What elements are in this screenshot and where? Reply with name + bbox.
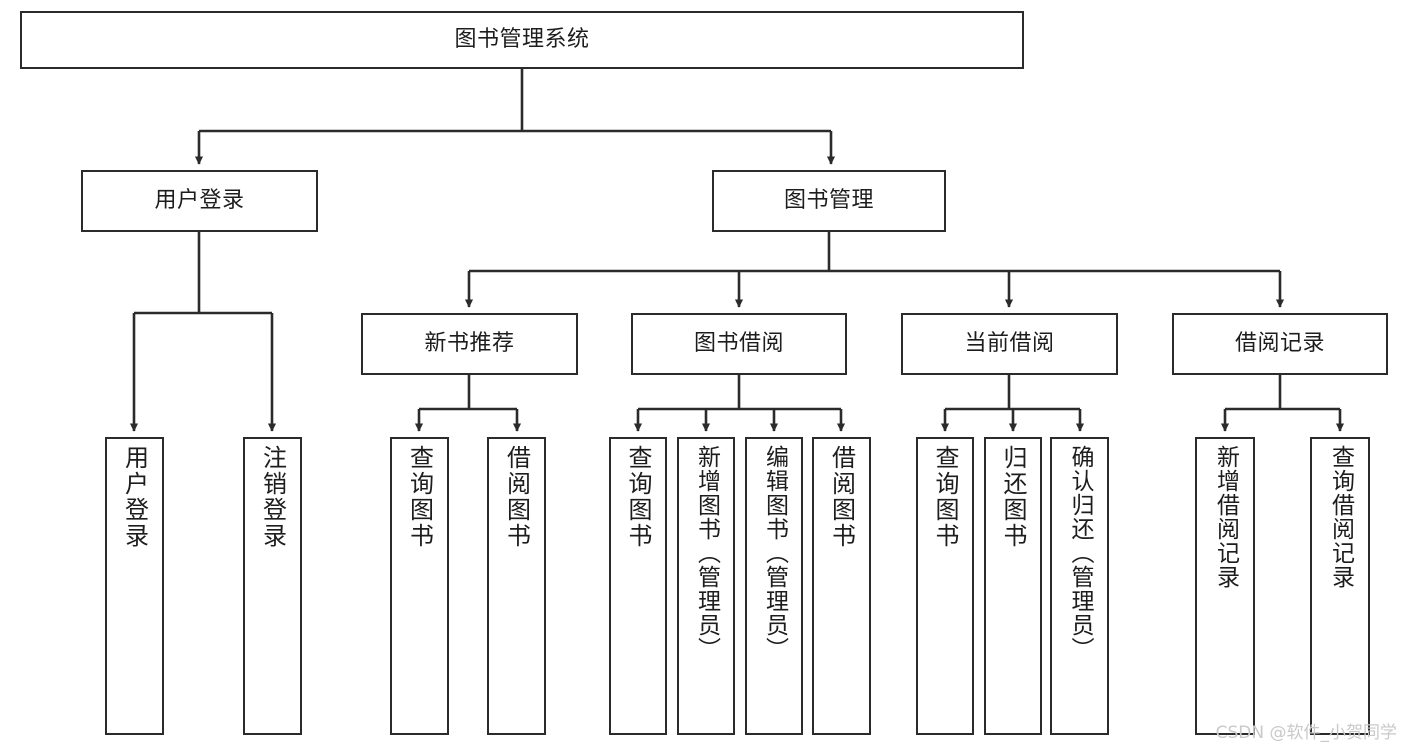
node-leaf-confirm-return-admin[interactable]: 确认归还（管理员）	[1050, 437, 1109, 735]
node-leaf-add-book-admin[interactable]: 新增图书（管理员）	[677, 437, 735, 735]
node-leaf-confirm-return-admin-label: 确认归还（管理员）	[1067, 445, 1093, 661]
node-borrow-record[interactable]: 借阅记录	[1172, 313, 1388, 375]
node-leaf-query-book-recommend-label: 查询图书	[405, 445, 434, 549]
node-leaf-logout-label: 注销登录	[258, 445, 287, 549]
node-leaf-return-book-label: 归还图书	[999, 445, 1027, 549]
node-leaf-borrow-book[interactable]: 借阅图书	[812, 437, 871, 735]
node-leaf-borrow-book-recommend[interactable]: 借阅图书	[487, 437, 546, 735]
csdn-watermark: CSDN @软件_小贺同学	[1215, 723, 1397, 743]
node-leaf-edit-book-admin-label: 编辑图书（管理员）	[761, 445, 788, 661]
node-book-management-label: 图书管理	[783, 187, 874, 213]
node-leaf-user-login[interactable]: 用户登录	[105, 437, 164, 735]
node-leaf-borrow-book-label: 借阅图书	[827, 445, 856, 549]
node-new-book-recommend[interactable]: 新书推荐	[361, 313, 578, 375]
node-book-management[interactable]: 图书管理	[712, 170, 946, 232]
node-leaf-query-book-borrow-label: 查询图书	[624, 445, 652, 549]
node-current-borrow[interactable]: 当前借阅	[901, 313, 1118, 375]
node-leaf-user-login-label: 用户登录	[120, 445, 149, 549]
node-leaf-edit-book-admin[interactable]: 编辑图书（管理员）	[745, 437, 803, 735]
node-leaf-add-borrow-record-label: 新增借阅记录	[1212, 445, 1239, 589]
node-user-login-label: 用户登录	[154, 187, 245, 213]
node-root[interactable]: 图书管理系统	[20, 11, 1024, 69]
node-leaf-return-book[interactable]: 归还图书	[984, 437, 1042, 735]
node-current-borrow-label: 当前借阅	[964, 330, 1055, 356]
node-leaf-logout[interactable]: 注销登录	[243, 437, 302, 735]
node-leaf-query-book-current-label: 查询图书	[931, 445, 959, 549]
node-leaf-query-book-recommend[interactable]: 查询图书	[390, 437, 449, 735]
node-leaf-query-book-current[interactable]: 查询图书	[916, 437, 974, 735]
node-user-login[interactable]: 用户登录	[81, 170, 318, 232]
node-leaf-query-borrow-record-label: 查询借阅记录	[1327, 445, 1354, 589]
node-leaf-query-book-borrow[interactable]: 查询图书	[609, 437, 667, 735]
node-leaf-add-borrow-record[interactable]: 新增借阅记录	[1195, 437, 1255, 735]
node-new-book-recommend-label: 新书推荐	[424, 330, 515, 356]
node-book-borrow[interactable]: 图书借阅	[631, 313, 847, 375]
node-leaf-add-book-admin-label: 新增图书（管理员）	[693, 445, 720, 661]
node-leaf-query-borrow-record[interactable]: 查询借阅记录	[1310, 437, 1370, 735]
node-borrow-record-label: 借阅记录	[1234, 330, 1325, 356]
node-leaf-borrow-book-recommend-label: 借阅图书	[502, 445, 531, 549]
node-root-label: 图书管理系统	[454, 26, 590, 52]
node-book-borrow-label: 图书借阅	[693, 330, 784, 356]
